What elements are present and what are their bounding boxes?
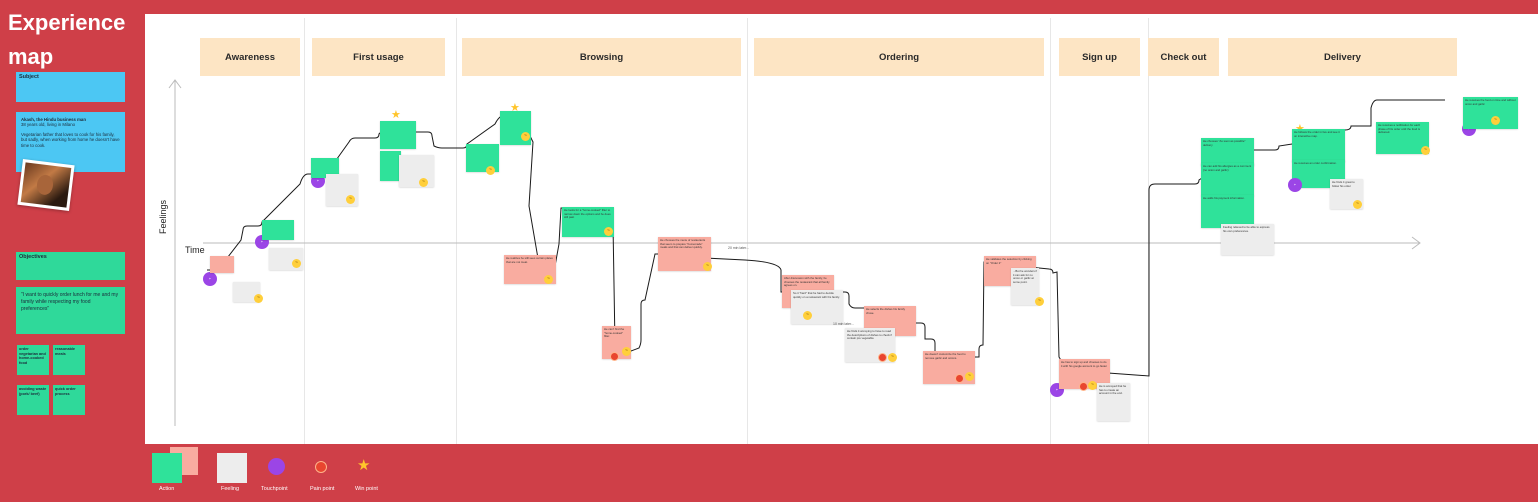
persona-description: Vegetarian father that loves to cook for… <box>21 131 120 148</box>
phase-delivery[interactable]: Delivery <box>1228 38 1457 76</box>
legend-feeling-swatch <box>217 453 247 483</box>
sticky-note-action[interactable]: He adds his payment information. <box>1201 195 1254 228</box>
emoji-icon: ~ <box>803 311 812 320</box>
person-image-icon <box>20 162 72 208</box>
touchpoint-icon <box>268 458 285 475</box>
emoji-icon: ~ <box>604 227 613 236</box>
sticky-note-feeling[interactable] <box>233 282 260 302</box>
sticky-note-pain[interactable] <box>210 256 234 273</box>
sticky-note-action[interactable]: He can add his allergies as a comment (n… <box>1201 163 1254 196</box>
win-point-icon: ★ <box>391 109 401 121</box>
emoji-icon: ~ <box>544 275 553 284</box>
objectives-card[interactable]: Objectives <box>16 252 125 280</box>
phase-divider <box>304 18 305 444</box>
pain-point-icon <box>878 353 887 362</box>
map-canvas: Awareness First usage Browsing Ordering … <box>145 14 1538 444</box>
emoji-icon: ~ <box>521 132 530 141</box>
sticky-note-feeling[interactable]: ...But he wonders if it can ask for no o… <box>1011 268 1039 305</box>
legend-label-feeling: Feeling <box>221 486 240 492</box>
objectives-label: Objectives <box>19 254 47 260</box>
win-point-icon: ★ <box>357 457 371 474</box>
experience-curve <box>168 79 1445 426</box>
pain-point-icon <box>1079 382 1088 391</box>
phase-first-usage[interactable]: First usage <box>312 38 445 76</box>
time-label: 20 min later... <box>728 246 750 250</box>
win-point-icon: ★ <box>510 102 520 114</box>
emoji-icon: ~ <box>1088 381 1097 390</box>
sticky-note-action[interactable]: He chooses "As soon as possible" deliver… <box>1201 138 1254 166</box>
goal-text: "I want to quickly order lunch for me an… <box>21 292 119 312</box>
phase-divider <box>747 18 748 444</box>
x-axis-label: Time <box>185 245 205 255</box>
sticky-note-action[interactable]: He follows the order in live and see it … <box>1292 129 1345 162</box>
legend-label-action: Action <box>159 486 175 492</box>
subject-label: Subject <box>19 74 39 80</box>
objective-card[interactable]: reasonable meals <box>53 345 85 375</box>
phase-check-out[interactable]: Check out <box>1148 38 1219 76</box>
objective-card[interactable]: avoiding waste (pork/ beef) <box>17 385 49 415</box>
sticky-note-feeling[interactable]: Feeling relieved to be able to express h… <box>1221 224 1274 255</box>
sticky-note-pain[interactable]: He chooses the menu of restaurants that … <box>658 237 711 271</box>
y-axis-label: Feelings <box>158 199 168 234</box>
sticky-note-feeling[interactable]: So it "hard" that he had to decide quick… <box>791 290 843 324</box>
phase-divider <box>1050 18 1051 444</box>
time-label: 10 min later... <box>833 322 855 326</box>
touchpoint-icon[interactable]: tp <box>1288 178 1302 192</box>
emoji-icon: ~ <box>1491 116 1500 125</box>
phase-divider <box>456 18 457 444</box>
sticky-note-feeling[interactable] <box>399 155 434 187</box>
touchpoint-icon[interactable]: tp <box>203 272 217 286</box>
sticky-note-action[interactable]: He receives a notification for each phas… <box>1376 122 1429 154</box>
emoji-icon: ~ <box>622 347 631 356</box>
phase-sign-up[interactable]: Sign up <box>1059 38 1140 76</box>
legend-label-pain-point: Pain point <box>310 486 335 492</box>
legend-label-touchpoint: Touchpoint <box>261 486 288 492</box>
emoji-icon: ~ <box>1421 146 1430 155</box>
objective-card[interactable]: order vegetarian and home-cooked food <box>17 345 49 375</box>
pain-point-icon <box>315 461 327 473</box>
sticky-note-feeling[interactable]: He is annoyed that he has to create an a… <box>1097 383 1130 421</box>
persona-info: 38 years old, living in Milano <box>21 122 75 128</box>
sticky-note-action[interactable] <box>380 151 401 181</box>
subject-card[interactable]: Subject <box>16 72 125 102</box>
emoji-icon: ~ <box>419 178 428 187</box>
emoji-icon: ~ <box>486 166 495 175</box>
emoji-icon: ~ <box>292 259 301 268</box>
persona-photo <box>17 159 75 211</box>
goal-card[interactable]: "I want to quickly order lunch for me an… <box>16 287 125 334</box>
emoji-icon: ~ <box>703 262 712 271</box>
sticky-note-action[interactable] <box>311 158 339 178</box>
emoji-icon: ~ <box>888 353 897 362</box>
pain-point-icon <box>955 374 964 383</box>
legend-label-win-point: Win point <box>355 486 378 492</box>
sticky-note-action[interactable] <box>380 121 416 149</box>
pain-point-icon <box>610 352 619 361</box>
phase-awareness[interactable]: Awareness <box>200 38 300 76</box>
emoji-icon: ~ <box>1353 200 1362 209</box>
page-title: Experience map <box>8 10 126 69</box>
phase-browsing[interactable]: Browsing <box>462 38 741 76</box>
emoji-icon: ~ <box>346 195 355 204</box>
legend-action-swatch <box>152 453 182 483</box>
sticky-note-action[interactable] <box>262 220 294 240</box>
emoji-icon: ~ <box>1035 297 1044 306</box>
sticky-note-pain[interactable]: He doesn't customize the food to remove … <box>923 351 975 384</box>
emoji-icon: ~ <box>965 372 974 381</box>
phase-ordering[interactable]: Ordering <box>754 38 1044 76</box>
emoji-icon: ~ <box>254 294 263 303</box>
persona-name: Akash, the Hindu business man <box>21 117 86 122</box>
objective-card[interactable]: quick order process <box>53 385 85 415</box>
sticky-note-action[interactable]: He receives the food on time and without… <box>1463 97 1518 129</box>
